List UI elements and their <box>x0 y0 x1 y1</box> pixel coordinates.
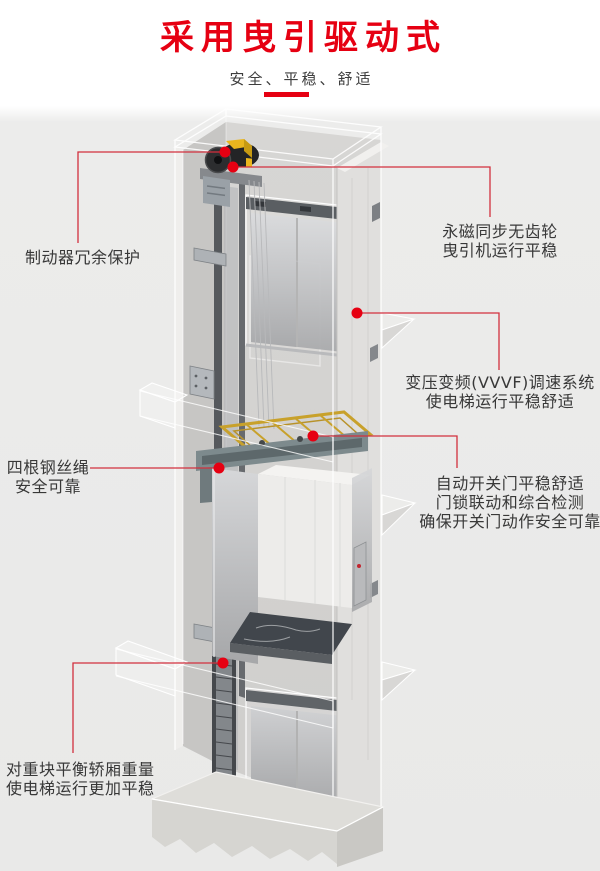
hoist-ropes <box>248 179 275 430</box>
label-vvvf-system: 变压变频(VVVF)调速系统 使电梯运行平稳舒适 <box>405 373 595 411</box>
page-subtitle: 安全、平稳、舒适 <box>229 69 374 88</box>
callout-dot-counterweight <box>217 657 229 669</box>
pit-base <box>149 771 385 867</box>
car-marble-floor <box>230 612 352 655</box>
page-title: 采用曳引驱动式 <box>160 18 447 58</box>
callout-dots <box>213 146 363 669</box>
callout-dot-doors <box>307 430 319 442</box>
elevator-car <box>196 410 374 664</box>
car-interior-back <box>258 474 352 608</box>
header: 采用曳引驱动式 安全、平稳、舒适 <box>0 0 600 89</box>
rail-bracket <box>189 365 215 400</box>
door-header-rail <box>246 690 346 712</box>
label-door-system: 自动开关门平稳舒适 门锁联动和综合检测 确保开关门动作安全可靠 <box>419 474 600 531</box>
callout-line-brake <box>77 151 225 243</box>
door-panel <box>251 213 296 347</box>
floor-level-wireframe <box>115 390 334 729</box>
rail-bracket <box>193 247 227 267</box>
landing-door-top <box>245 194 347 358</box>
door-panel <box>298 218 343 352</box>
callouts <box>72 151 500 753</box>
car-underside <box>230 643 332 664</box>
wall-bracket <box>372 202 380 222</box>
label-wire-ropes: 四根钢丝绳 安全可靠 <box>6 458 90 496</box>
callout-dot-ropes <box>213 462 225 474</box>
callout-line-traction <box>233 166 491 217</box>
left-wall-outer-edge <box>175 147 183 750</box>
callout-line-vvvf <box>357 312 500 370</box>
car-door-column-left <box>212 468 258 664</box>
car-ceiling <box>258 465 370 485</box>
callout-line-doors <box>313 435 458 468</box>
callout-dot-vvvf <box>351 307 363 319</box>
door-header-rail <box>246 197 346 220</box>
pit-front-jagged-edge <box>152 799 337 864</box>
label-counterweight: 对重块平衡轿厢重量 使电梯运行更加平稳 <box>6 760 155 798</box>
subtitle-underline <box>264 92 309 97</box>
label-traction-machine: 永磁同步无齿轮 曳引机运行平稳 <box>442 222 558 260</box>
controller-box <box>203 176 230 207</box>
callout-dot-brake <box>219 146 231 158</box>
traction-machine <box>200 139 262 207</box>
wall-bracket <box>370 344 378 362</box>
right-floor-slabs <box>381 312 417 702</box>
label-brake-protection: 制动器冗余保护 <box>25 248 141 267</box>
callout-dot-traction <box>227 161 239 173</box>
door-lock-device <box>353 541 367 607</box>
callout-line-counterweight <box>72 662 223 753</box>
